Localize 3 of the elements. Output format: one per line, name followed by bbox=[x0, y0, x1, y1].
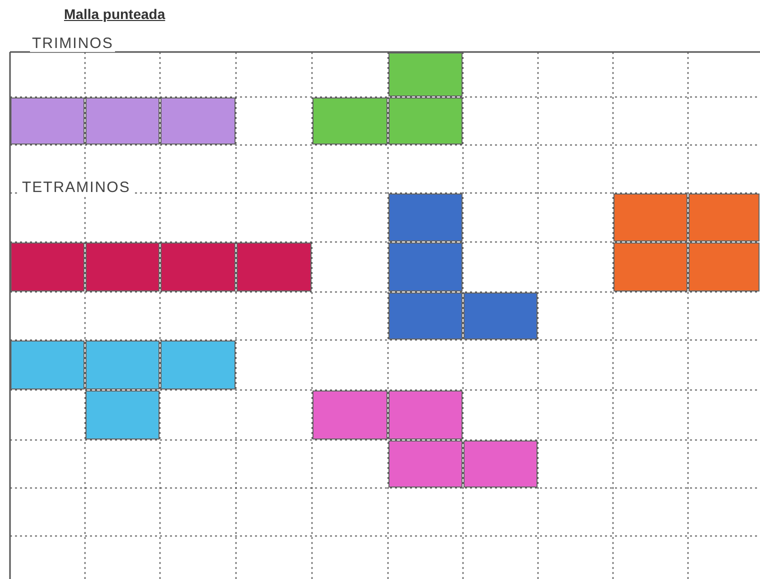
handwritten-heading: TRIMINOS bbox=[30, 36, 116, 52]
handwritten-heading: TETRAMINOS bbox=[20, 180, 132, 196]
worksheet-title: Malla punteada bbox=[64, 6, 166, 22]
